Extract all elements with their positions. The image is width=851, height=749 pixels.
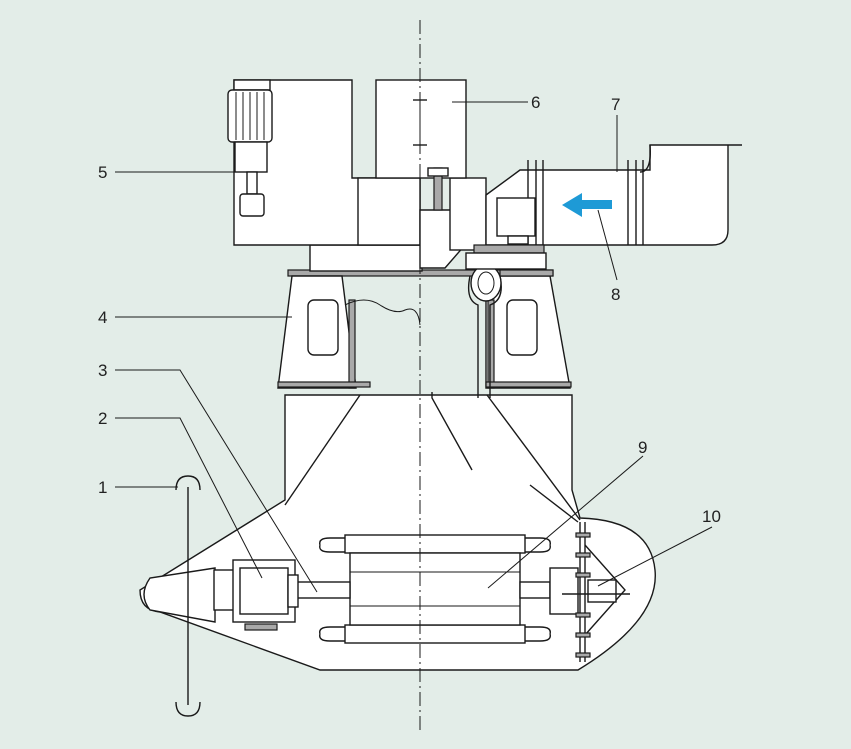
fan-plate: [473, 244, 545, 254]
drum-top-link: [525, 537, 551, 553]
right-post: [487, 299, 495, 389]
callout-9: 9: [638, 438, 647, 457]
airflow-arrow: [562, 193, 612, 217]
leader-8: [597, 209, 618, 281]
gearbox-foot: [244, 623, 278, 631]
cable-line: [344, 299, 421, 326]
callout-6: 6: [531, 93, 540, 112]
callout-3: 3: [98, 361, 107, 380]
bolt-row: [575, 532, 591, 658]
drum-bottom-link: [525, 626, 551, 642]
inspection-window-right: [506, 299, 538, 356]
cone-left-wall: [284, 394, 361, 506]
base-plate-right: [499, 269, 554, 277]
drive-flange: [213, 569, 235, 611]
upper-center-block: [357, 177, 421, 246]
left-post: [348, 299, 356, 389]
motor-shaft: [246, 171, 258, 195]
gearbox-inner: [239, 567, 289, 615]
classifier-cone: [584, 544, 626, 636]
cone-right-wall: [486, 394, 581, 521]
shaft-right: [519, 581, 551, 599]
fan-housing: [496, 197, 536, 237]
fan-foot: [507, 235, 529, 245]
motor-fins: [235, 92, 265, 140]
drum-body: [349, 552, 521, 626]
leader-9: [487, 455, 644, 589]
separator-cap: [427, 167, 449, 177]
separator-box: [375, 79, 467, 179]
callout-10: 10: [702, 507, 721, 526]
cone-inner-line: [431, 392, 473, 471]
feed-ring-inner: [477, 271, 495, 295]
callout-1: 1: [98, 478, 107, 497]
middle-plate-bottom: [277, 381, 371, 388]
inspection-window-left: [307, 299, 339, 356]
upper-base-block: [309, 244, 423, 272]
leader-2: [115, 417, 263, 579]
air-inlet-duct: [485, 144, 742, 246]
leader-3: [115, 369, 318, 593]
drum-top-link: [319, 537, 345, 553]
callout-5: 5: [98, 163, 107, 182]
drum-bottom-bar: [344, 624, 526, 644]
drum-bottom-link: [319, 626, 345, 642]
duct-elbow: [639, 144, 651, 173]
fan-base: [465, 252, 547, 270]
middle-plate-bottom: [485, 381, 572, 388]
left-nose: [143, 567, 216, 623]
callout-2: 2: [98, 409, 107, 428]
drum-top-bar: [344, 534, 526, 554]
motor-hub: [239, 193, 265, 217]
motor-top: [233, 79, 271, 91]
feed-ring: [470, 264, 502, 302]
classifier-hub: [587, 579, 617, 603]
callout-4: 4: [98, 308, 107, 327]
motor-coupling: [234, 141, 268, 173]
section-arrow-bottom: [175, 701, 201, 717]
callout-7: 7: [611, 95, 620, 114]
upper-right-block: [449, 177, 487, 251]
cone-inner-line-right: [529, 484, 579, 523]
section-arrow-top: [175, 475, 201, 491]
main-shaft: [294, 581, 351, 599]
bearing-block: [549, 567, 579, 615]
gearbox-side: [287, 574, 299, 608]
callout-8: 8: [611, 285, 620, 304]
leader-10: [597, 526, 713, 587]
